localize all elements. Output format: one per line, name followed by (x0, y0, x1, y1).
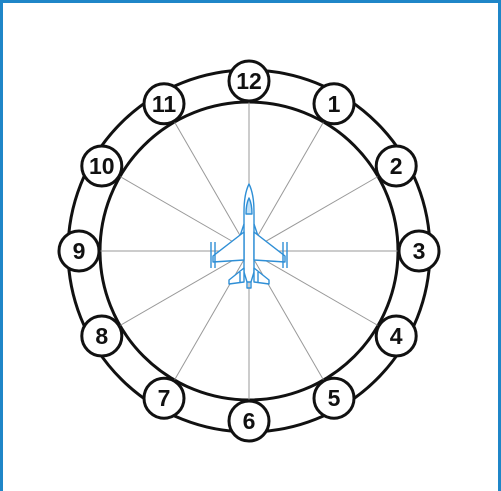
hour-badge-9: 9 (59, 231, 99, 271)
hour-badge-12: 12 (229, 61, 269, 101)
hour-label: 3 (413, 238, 426, 264)
hour-label: 9 (73, 238, 86, 264)
hour-label: 11 (152, 91, 177, 117)
hour-label: 12 (236, 68, 262, 94)
spoke-8 (120, 251, 249, 326)
hour-badge-3: 3 (399, 231, 439, 271)
hour-badge-1: 1 (314, 84, 354, 124)
spoke-2 (249, 177, 378, 252)
spoke-1 (249, 122, 324, 251)
hour-label: 7 (158, 385, 171, 411)
spoke-5 (249, 251, 324, 380)
hour-badge-6: 6 (229, 401, 269, 441)
hour-label: 5 (328, 385, 341, 411)
hour-label: 1 (328, 91, 341, 117)
spoke-11 (175, 122, 250, 251)
hour-badge-7: 7 (144, 378, 184, 418)
hour-label: 4 (390, 323, 403, 349)
hour-badge-2: 2 (376, 146, 416, 186)
hour-label: 10 (89, 153, 115, 179)
hour-badge-5: 5 (314, 378, 354, 418)
hour-badge-11: 11 (144, 84, 184, 124)
hour-badge-8: 8 (82, 316, 122, 356)
hour-badge-10: 10 (82, 146, 122, 186)
spoke-7 (175, 251, 250, 380)
spoke-4 (249, 251, 378, 326)
hour-label: 8 (95, 323, 108, 349)
hour-badge-4: 4 (376, 316, 416, 356)
hour-label: 6 (243, 408, 256, 434)
spoke-10 (120, 177, 249, 252)
hour-label: 2 (390, 153, 403, 179)
